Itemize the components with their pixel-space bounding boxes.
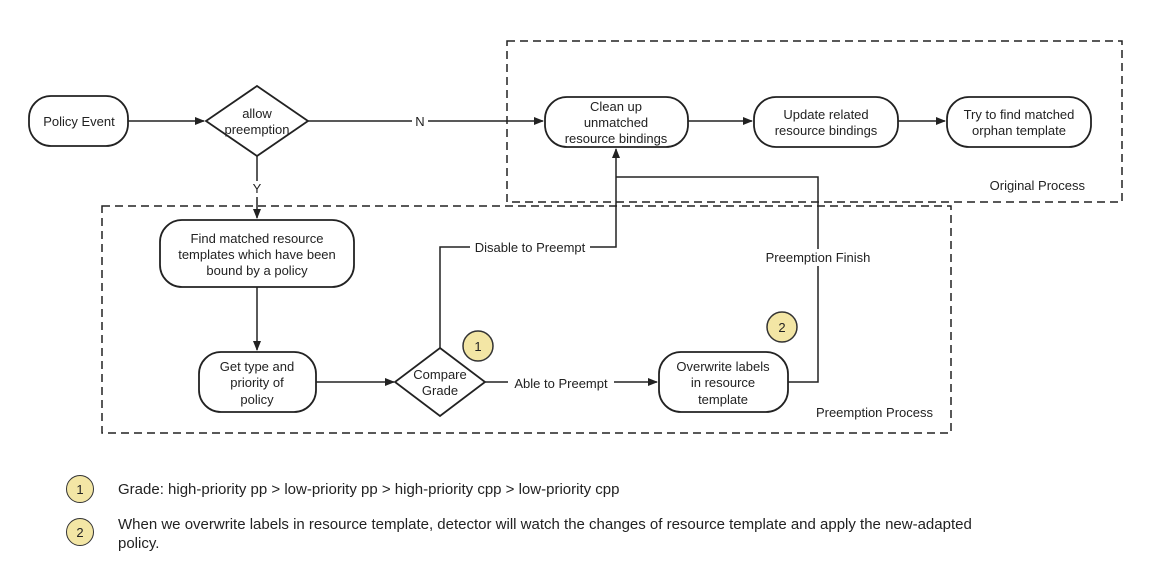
badge-one: 1	[462, 330, 494, 362]
preemption-process-label: Preemption Process	[816, 405, 934, 420]
svg-text:2: 2	[778, 320, 785, 335]
svg-text:in resource: in resource	[691, 375, 755, 390]
node-policy-event: Policy Event	[28, 95, 129, 147]
original-process-label: Original Process	[990, 178, 1086, 193]
legend-text-1: Grade: high-priority pp > low-priority p…	[118, 481, 620, 498]
svg-text:Get type and: Get type and	[220, 359, 294, 374]
node-update-related: Update related resource bindings	[753, 96, 899, 148]
svg-text:1: 1	[474, 339, 481, 354]
node-compare-grade: Compare Grade	[393, 346, 487, 418]
node-try-find: Try to find matched orphan template	[946, 96, 1092, 148]
svg-text:Grade: Grade	[422, 383, 458, 398]
svg-text:resource bindings: resource bindings	[775, 123, 878, 138]
svg-text:Clean up: Clean up	[590, 99, 642, 114]
svg-text:Compare: Compare	[413, 367, 466, 382]
svg-text:orphan template: orphan template	[972, 123, 1066, 138]
node-get-type: Get type and priority of policy	[198, 351, 317, 413]
svg-text:unmatched: unmatched	[584, 115, 648, 130]
node-clean-up: Clean up unmatched resource bindings	[544, 96, 689, 148]
svg-text:Update related: Update related	[783, 107, 868, 122]
legend-badge-2: 2	[66, 518, 94, 546]
legend-item-1: 1 Grade: high-priority pp > low-priority…	[66, 475, 1066, 503]
node-find-matched: Find matched resource templates which ha…	[159, 219, 355, 288]
legend-text-2: When we overwrite labels in resource tem…	[118, 516, 972, 552]
node-overwrite-labels: Overwrite labels in resource template	[658, 351, 789, 413]
legend-item-2: 2 When we overwrite labels in resource t…	[66, 516, 1066, 553]
svg-text:allow: allow	[242, 106, 272, 121]
edge-label-no: N	[415, 114, 424, 129]
svg-text:policy: policy	[240, 392, 274, 407]
svg-text:templates which have been: templates which have been	[178, 247, 336, 262]
edge-preemption-finish	[616, 176, 819, 383]
edge-label-yes: Y	[253, 181, 262, 196]
svg-text:priority of: priority of	[230, 375, 284, 390]
svg-text:bound by a policy: bound by a policy	[206, 263, 308, 278]
badge-two: 2	[766, 311, 798, 343]
svg-text:Find matched resource: Find matched resource	[191, 231, 324, 246]
edge-label-disable: Disable to Preempt	[475, 240, 586, 255]
edge-label-finish: Preemption Finish	[766, 250, 871, 265]
preemption-process-group	[101, 205, 952, 434]
svg-text:Overwrite labels: Overwrite labels	[676, 359, 770, 374]
node-allow-preemption: allow preemption	[204, 84, 310, 158]
svg-text:Try to find matched: Try to find matched	[964, 107, 1075, 122]
svg-text:preemption: preemption	[224, 122, 289, 137]
svg-text:Policy Event: Policy Event	[43, 114, 115, 129]
edge-label-able: Able to Preempt	[514, 376, 608, 391]
svg-text:template: template	[698, 392, 748, 407]
legend-badge-1: 1	[66, 475, 94, 503]
svg-text:resource bindings: resource bindings	[565, 131, 668, 146]
